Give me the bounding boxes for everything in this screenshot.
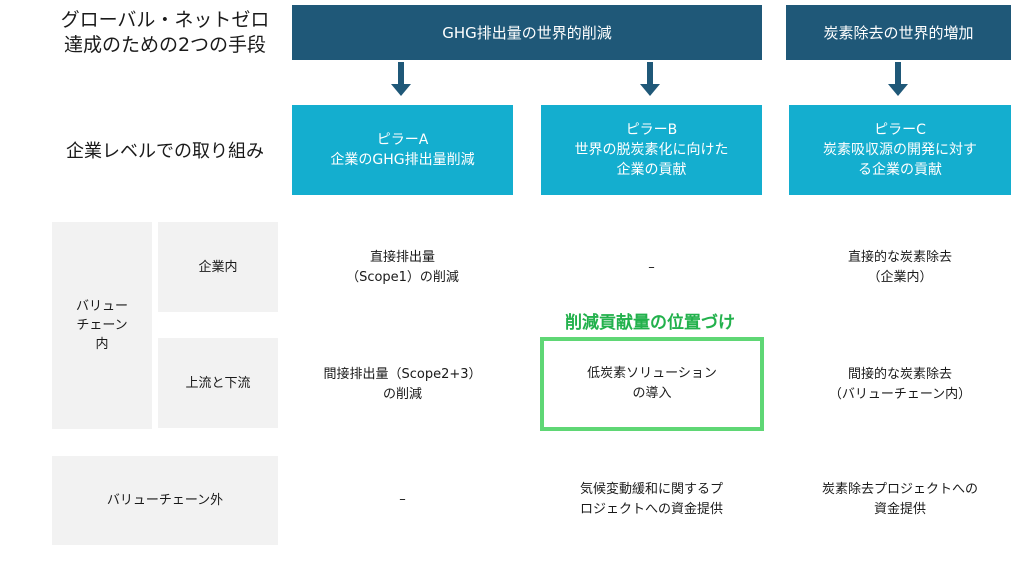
cell-direct-removal: 直接的な炭素除去 （企業内）	[847, 250, 952, 285]
cell-scope1-reduction: 直接排出量 （Scope1）の削減	[346, 250, 459, 285]
label-value-chain-out: バリューチェーン外	[52, 456, 278, 545]
diagram-title: グローバル・ネットゼロ 達成のための2つの手段	[60, 9, 270, 56]
label-value-chain-in: バリュー チェーン 内	[52, 222, 152, 429]
cell-mitigation-funding: 気候変動緩和に関するプ ロジェクトへの資金提供	[579, 482, 723, 517]
arrow-down-icon	[640, 62, 660, 98]
cell-scope23-reduction: 間接排出量（Scope2+3） の削減	[323, 367, 482, 402]
pillar-c-box: ピラーC 炭素吸収源の開発に対す る企業の貢献	[789, 105, 1011, 195]
cell-removal-funding: 炭素除去プロジェクトへの 資金提供	[821, 482, 978, 517]
carbon-removal-box: 炭素除去の世界的増加	[786, 5, 1011, 60]
avoided-emissions-label: 削減貢献量の位置づけ	[565, 312, 735, 333]
pillar-b-box: ピラーB 世界の脱炭素化に向けた 企業の貢献	[541, 105, 762, 195]
arrow-down-icon	[888, 62, 908, 98]
cell-pillar-a-outside: –	[399, 492, 406, 507]
pillar-a-box: ピラーA 企業のGHG排出量削減	[292, 105, 513, 195]
cell-low-carbon-solutions: 低炭素ソリューション の導入	[540, 337, 764, 431]
row-label-company-level: 企業レベルでの取り組み	[66, 141, 264, 162]
ghg-reduction-box: GHG排出量の世界的削減	[292, 5, 762, 60]
cell-pillar-b-in-company: –	[648, 260, 655, 275]
label-in-company: 企業内	[158, 222, 278, 312]
arrow-down-icon	[391, 62, 411, 98]
cell-indirect-removal: 間接的な炭素除去 （バリューチェーン内）	[828, 367, 972, 402]
label-upstream-downstream: 上流と下流	[158, 338, 278, 428]
